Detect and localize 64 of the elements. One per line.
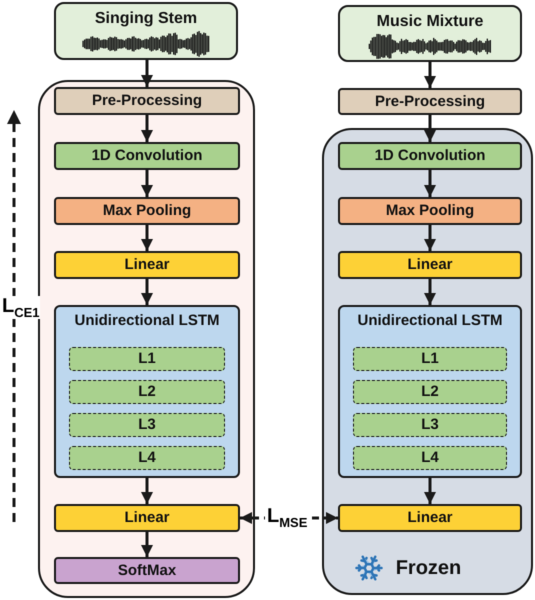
arrow: [424, 279, 436, 305]
arrow: [141, 60, 153, 87]
arrow: [424, 170, 436, 197]
node-label: Unidirectional LSTM: [357, 312, 502, 330]
lstm-block: [338, 305, 522, 478]
process-box: [338, 197, 522, 225]
frozen-model-container: [322, 128, 533, 595]
layer-box: [69, 413, 225, 437]
node-label: 1D Convolution: [92, 147, 202, 165]
edge-label: L$_{MSE}$: [265, 506, 310, 529]
arrow: [141, 225, 153, 251]
input-box: [338, 5, 522, 62]
process-box: [338, 251, 522, 279]
node-label: L1: [421, 350, 439, 368]
node-label: L3: [421, 416, 439, 434]
layer-box: [69, 380, 225, 404]
model-container: [38, 80, 255, 598]
node-label: Music Mixture: [376, 12, 484, 32]
node-label: SoftMax: [118, 562, 176, 580]
arrow: [424, 115, 436, 142]
layer-box: [353, 413, 507, 437]
arrow: [424, 62, 436, 88]
node-label: L3: [138, 416, 156, 434]
node-label: Pre-Processing: [92, 92, 202, 110]
process-box: [338, 142, 522, 170]
process-box: [54, 197, 240, 225]
node-label: Linear: [124, 509, 170, 527]
lstm-block: [54, 305, 240, 478]
node-label: L4: [421, 449, 439, 467]
arrow: [141, 279, 153, 305]
arrow: [424, 478, 436, 504]
input-box: [54, 2, 238, 60]
node-label: Linear: [407, 256, 452, 274]
node-label: Pre-Processing: [374, 92, 486, 110]
arrow: [141, 115, 153, 142]
loss-label: L$_{CE1}$: [2, 296, 40, 319]
node-label: Max Pooling: [386, 202, 474, 220]
process-box: [54, 87, 240, 115]
node-label: 1D Convolution: [374, 147, 486, 165]
node-label: Linear: [124, 256, 170, 274]
node-label: L2: [421, 383, 439, 401]
process-box: [338, 88, 522, 115]
node-label: L2: [138, 383, 156, 401]
frozen-label: Frozen: [396, 556, 462, 580]
layer-box: [69, 347, 225, 371]
process-box: [338, 504, 522, 532]
node-label: Linear: [407, 509, 452, 527]
process-box: [54, 557, 240, 584]
layer-box: [353, 446, 507, 470]
process-box: [54, 504, 240, 532]
layer-box: [69, 446, 225, 470]
node-label: L1: [138, 350, 156, 368]
arrow: [141, 170, 153, 197]
node-label: L4: [138, 449, 156, 467]
layer-box: [353, 380, 507, 404]
node-label: Max Pooling: [102, 202, 192, 220]
process-box: [54, 142, 240, 170]
process-box: [54, 251, 240, 279]
node-label: Singing Stem: [94, 9, 198, 28]
arrow: [141, 478, 153, 504]
layer-box: [353, 347, 507, 371]
arrow: [424, 225, 436, 251]
node-label: Unidirectional LSTM: [74, 312, 220, 330]
arrow: [141, 532, 153, 557]
